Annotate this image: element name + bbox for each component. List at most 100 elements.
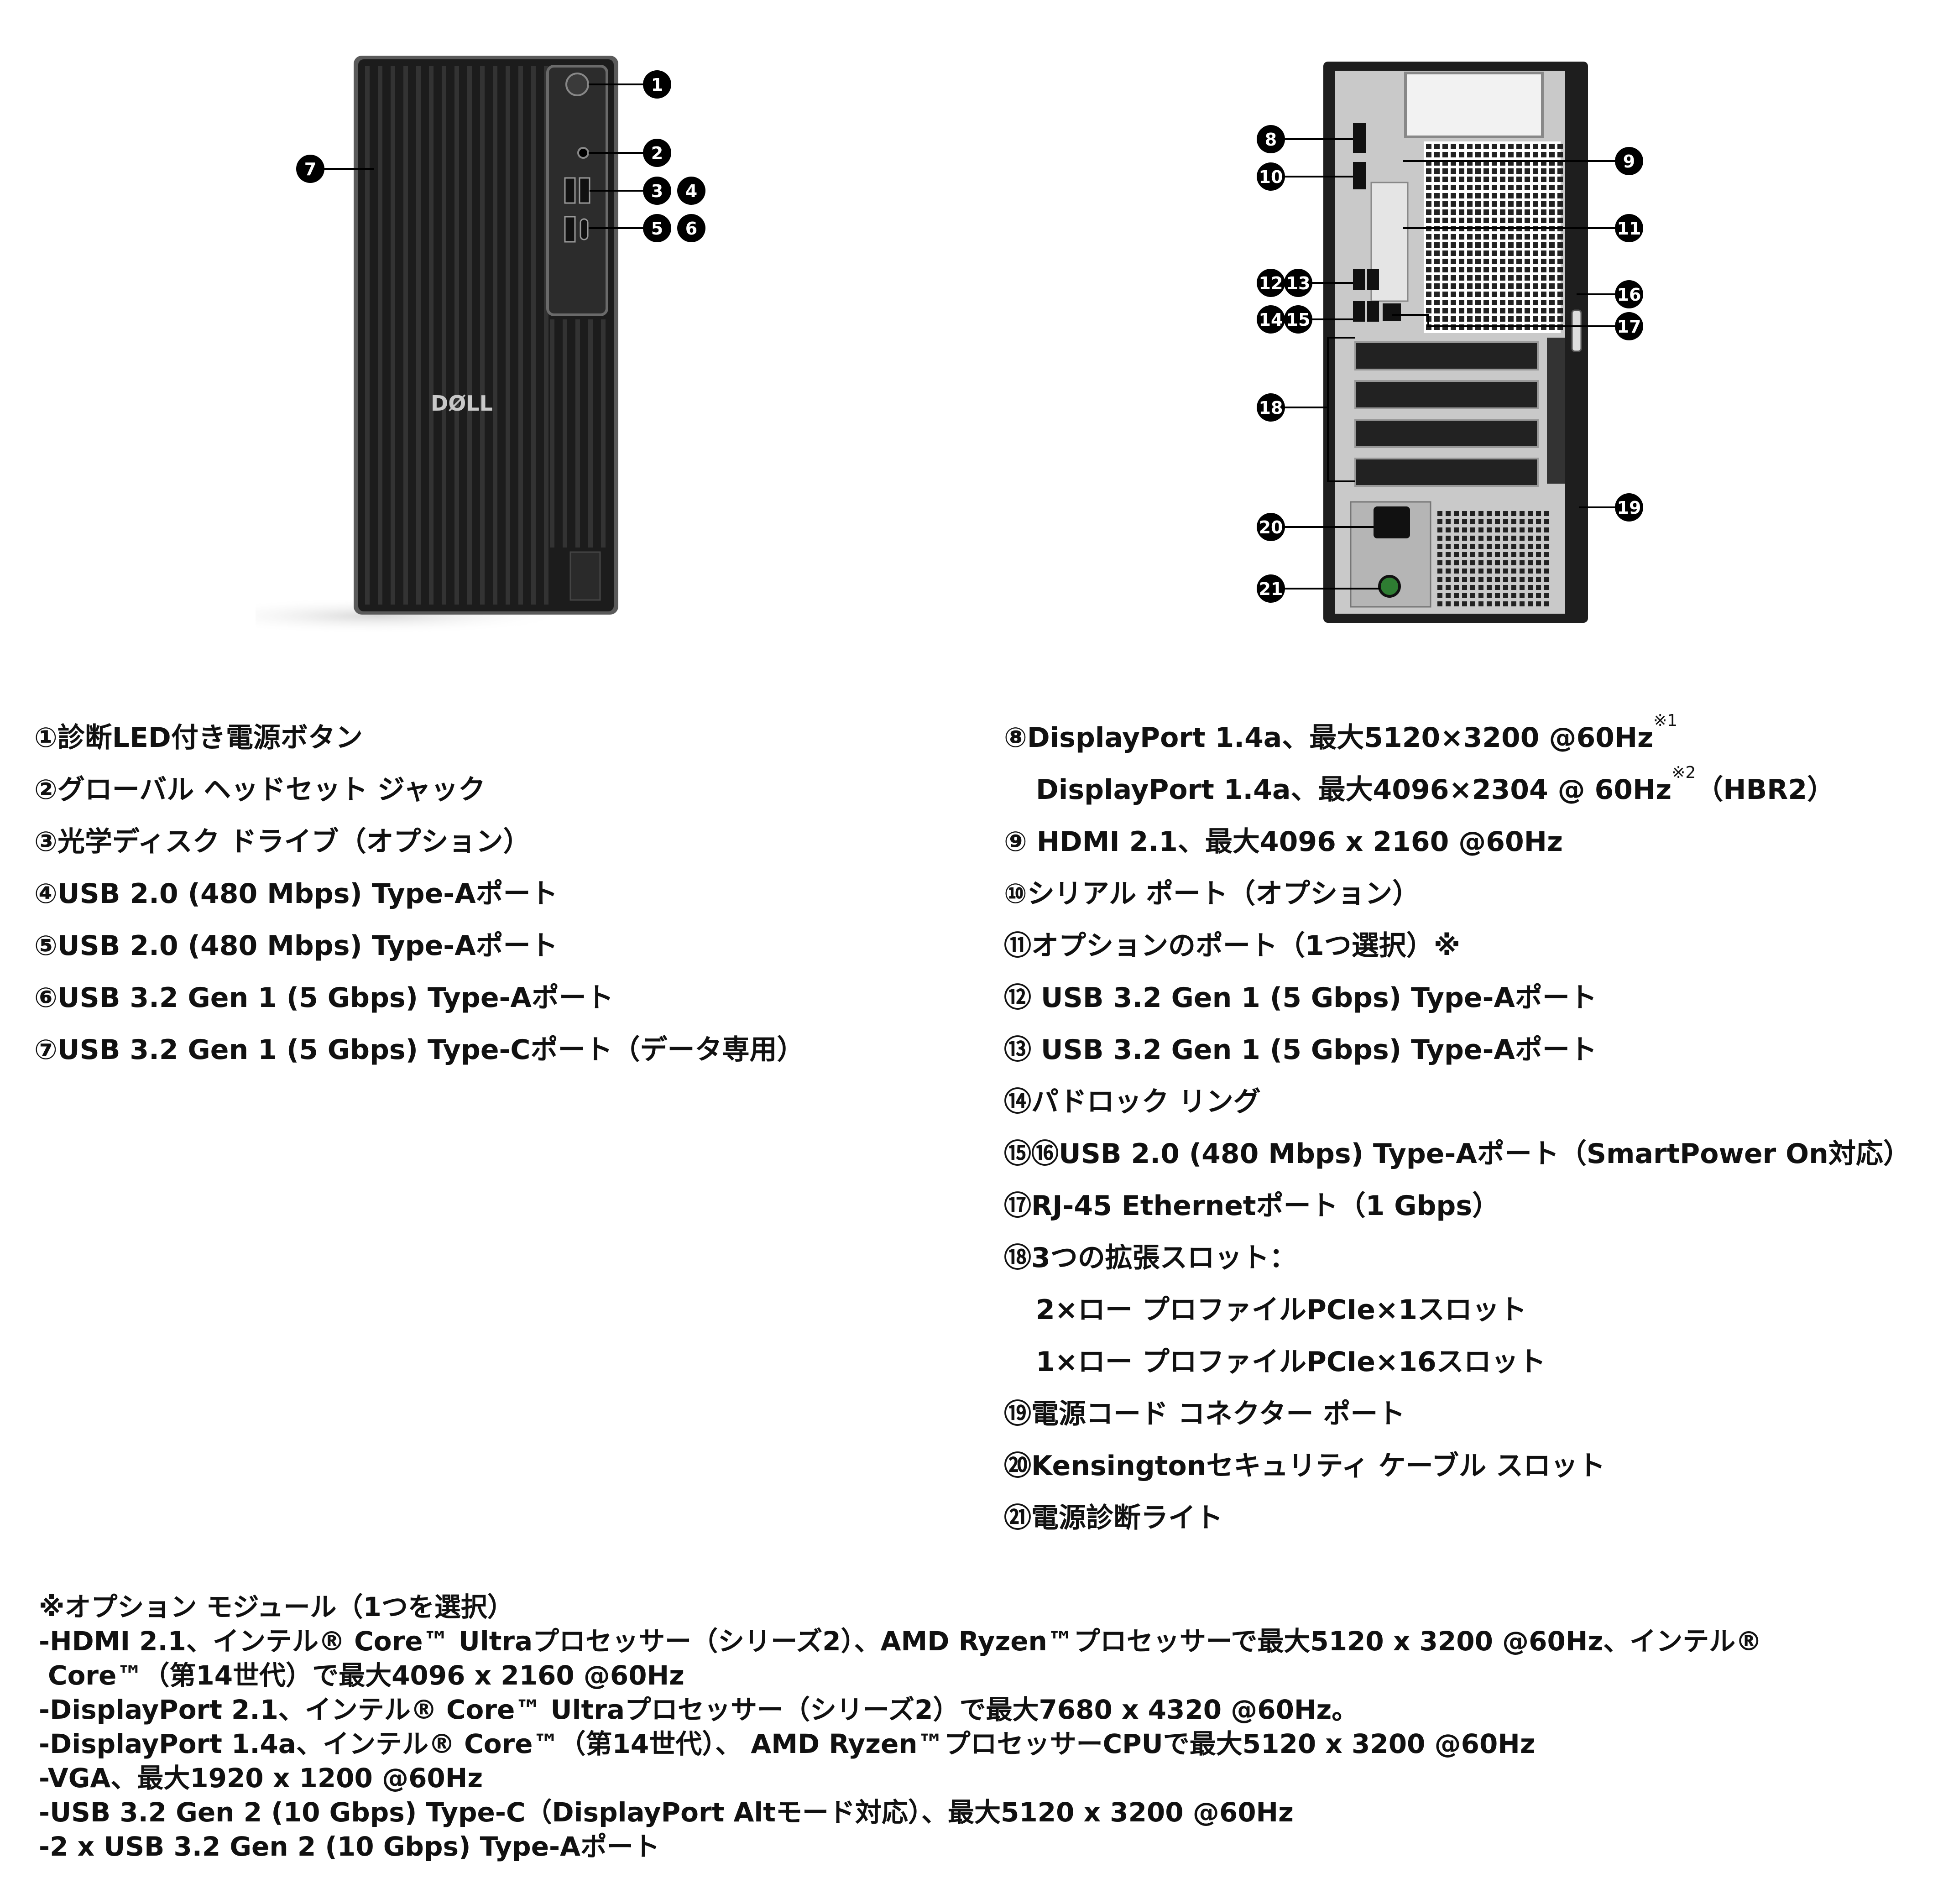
callout-21: 21 bbox=[1257, 574, 1285, 603]
callout-9: 9 bbox=[1615, 147, 1643, 175]
spec-mark: ⑥ bbox=[34, 982, 57, 1014]
spec-item-8-hbr2: DisplayPort 1.4a、最大4096×2304 @ 60Hz※2（HB… bbox=[1004, 764, 1911, 816]
spec-mark: ⑬ bbox=[1004, 1034, 1031, 1066]
spec-item-17: ⑰RJ-45 Ethernetポート（1 Gbps） bbox=[1004, 1180, 1911, 1232]
spec-item-13: ⑬ USB 3.2 Gen 1 (5 Gbps) Type-Aポート bbox=[1004, 1024, 1911, 1076]
spec-text: USB 3.2 Gen 1 (5 Gbps) Type-Aポート bbox=[1031, 982, 1597, 1014]
callout-8: 8 bbox=[1257, 125, 1285, 153]
spec-text: 2×ロー プロファイルPCIe×1スロット bbox=[1036, 1294, 1527, 1326]
svg-text:12: 12 bbox=[1259, 273, 1283, 293]
front-chassis: DØLL bbox=[354, 56, 618, 615]
spec-item-2: ②グローバル ヘッドセット ジャック bbox=[34, 764, 804, 816]
footnote-mark: ※2 bbox=[1671, 763, 1696, 782]
spec-mark: ③ bbox=[34, 826, 57, 858]
spec-mark: ⑧ bbox=[1004, 722, 1027, 754]
svg-text:13: 13 bbox=[1286, 273, 1311, 293]
svg-text:2: 2 bbox=[651, 143, 663, 163]
spec-text: オプションのポート（1つ選択）※ bbox=[1031, 930, 1461, 962]
callout-12: 12 bbox=[1257, 269, 1285, 297]
spec-item-11: ⑪オプションのポート（1つ選択）※ bbox=[1004, 920, 1911, 972]
headset-jack bbox=[577, 147, 589, 159]
svg-text:5: 5 bbox=[651, 219, 663, 239]
callout-11: 11 bbox=[1615, 214, 1643, 242]
notes-line: -DisplayPort 1.4a、インテル® Core™（第14世代）、 AM… bbox=[39, 1728, 1536, 1759]
spec-text: 電源診断ライト bbox=[1031, 1502, 1223, 1534]
svg-text:8: 8 bbox=[1265, 130, 1277, 150]
svg-text:18: 18 bbox=[1259, 398, 1283, 418]
spec-item-15-16: ⑮⑯USB 2.0 (480 Mbps) Type-Aポート（SmartPowe… bbox=[1004, 1128, 1911, 1180]
spec-text: DisplayPort 1.4a、最大5120×3200 @60Hz bbox=[1027, 722, 1654, 754]
spec-text: DisplayPort 1.4a、最大4096×2304 @ 60Hz bbox=[1036, 774, 1672, 806]
callout-6: 6 bbox=[677, 214, 705, 242]
notes-line: -HDMI 2.1、インテル® Core™ Ultraプロセッサー（シリーズ2）… bbox=[39, 1626, 1762, 1657]
svg-text:3: 3 bbox=[651, 181, 663, 201]
spec-item-12: ⑫ USB 3.2 Gen 1 (5 Gbps) Type-Aポート bbox=[1004, 972, 1911, 1024]
callout-13: 13 bbox=[1284, 269, 1312, 297]
spec-text: USB 2.0 (480 Mbps) Type-Aポート bbox=[57, 878, 558, 910]
spec-mark: ⑭ bbox=[1004, 1086, 1031, 1118]
spec-text: 1×ロー プロファイルPCIe×16スロット bbox=[1036, 1346, 1546, 1378]
footnote-mark: ※1 bbox=[1653, 711, 1678, 730]
spec-mark: ⑩ bbox=[1004, 878, 1027, 910]
spec-item-21: ㉑電源診断ライト bbox=[1004, 1492, 1911, 1544]
usb-c-port-7 bbox=[580, 218, 589, 240]
spec-item-7: ⑦USB 3.2 Gen 1 (5 Gbps) Type-Cポート（データ専用） bbox=[34, 1024, 804, 1076]
callout-2: 2 bbox=[643, 139, 671, 167]
svg-text:20: 20 bbox=[1259, 517, 1283, 537]
spec-mark: ⑲ bbox=[1004, 1398, 1031, 1430]
spec-text: シリアル ポート（オプション） bbox=[1027, 878, 1420, 910]
spec-item-8: ⑧DisplayPort 1.4a、最大5120×3200 @60Hz※1 bbox=[1004, 712, 1911, 764]
spec-text: USB 3.2 Gen 1 (5 Gbps) Type-Aポート bbox=[1031, 1034, 1597, 1066]
spec-item-14: ⑭パドロック リング bbox=[1004, 1076, 1911, 1128]
front-port-list: ①診断LED付き電源ボタン ②グローバル ヘッドセット ジャック ③光学ディスク… bbox=[34, 712, 804, 1076]
spec-text: 3つの拡張スロット： bbox=[1031, 1242, 1297, 1274]
callout-5: 5 bbox=[643, 214, 671, 242]
spec-item-6: ⑥USB 3.2 Gen 1 (5 Gbps) Type-Aポート bbox=[34, 972, 804, 1024]
svg-text:21: 21 bbox=[1259, 579, 1283, 599]
callout-18: 18 bbox=[1257, 393, 1285, 422]
spec-text: グローバル ヘッドセット ジャック bbox=[57, 774, 486, 806]
svg-text:6: 6 bbox=[685, 219, 697, 239]
padlock-ring bbox=[1571, 309, 1582, 352]
displayport-8 bbox=[1353, 123, 1366, 153]
svg-text:7: 7 bbox=[304, 159, 316, 179]
power-button[interactable] bbox=[565, 73, 589, 96]
svg-text:4: 4 bbox=[685, 181, 697, 201]
spec-text: HDMI 2.1、最大4096 x 2160 @60Hz bbox=[1027, 826, 1563, 858]
front-view-image: DØLL 1 2 3 4 5 6 7 bbox=[256, 56, 705, 634]
callout-3: 3 bbox=[643, 177, 671, 205]
callout-17: 17 bbox=[1615, 312, 1643, 340]
svg-text:14: 14 bbox=[1259, 310, 1283, 330]
spec-mark: ⑰ bbox=[1004, 1190, 1031, 1222]
usb-port-5 bbox=[579, 177, 590, 204]
notes-line: Core™（第14世代）で最大4096 x 2160 @60Hz bbox=[48, 1660, 684, 1691]
svg-text:9: 9 bbox=[1623, 151, 1635, 172]
rj45-port bbox=[1383, 303, 1401, 321]
dell-logo: DØLL bbox=[431, 391, 493, 416]
spec-text: USB 3.2 Gen 1 (5 Gbps) Type-Aポート bbox=[57, 982, 614, 1014]
spec-item-1: ①診断LED付き電源ボタン bbox=[34, 712, 804, 764]
spec-text: 電源コード コネクター ポート bbox=[1031, 1398, 1405, 1430]
svg-text:19: 19 bbox=[1617, 498, 1641, 518]
spec-item-10: ⑩シリアル ポート（オプション） bbox=[1004, 868, 1911, 920]
notes-line: -VGA、最大1920 x 1200 @60Hz bbox=[39, 1763, 483, 1794]
spec-mark: ⑮⑯ bbox=[1004, 1138, 1059, 1170]
spec-text: USB 2.0 (480 Mbps) Type-Aポート（SmartPower … bbox=[1059, 1138, 1911, 1170]
spec-mark: ⑤ bbox=[34, 930, 57, 962]
power-connector bbox=[1374, 506, 1410, 538]
callout-1: 1 bbox=[643, 70, 671, 99]
spec-mark: ② bbox=[34, 774, 57, 806]
callout-20: 20 bbox=[1257, 513, 1285, 541]
svg-text:11: 11 bbox=[1617, 219, 1641, 239]
spec-item-9: ⑨ HDMI 2.1、最大4096 x 2160 @60Hz bbox=[1004, 816, 1911, 868]
spec-item-19: ⑲電源コード コネクター ポート bbox=[1004, 1388, 1911, 1440]
callout-19: 19 bbox=[1615, 493, 1643, 522]
usb-port-6 bbox=[564, 216, 576, 243]
serial-port-10 bbox=[1353, 162, 1366, 189]
svg-text:17: 17 bbox=[1617, 317, 1641, 337]
rear-chassis bbox=[1323, 62, 1588, 623]
spec-text: パドロック リング bbox=[1031, 1086, 1261, 1118]
spec-mark: ① bbox=[34, 722, 57, 754]
usb-port-4 bbox=[564, 177, 576, 204]
